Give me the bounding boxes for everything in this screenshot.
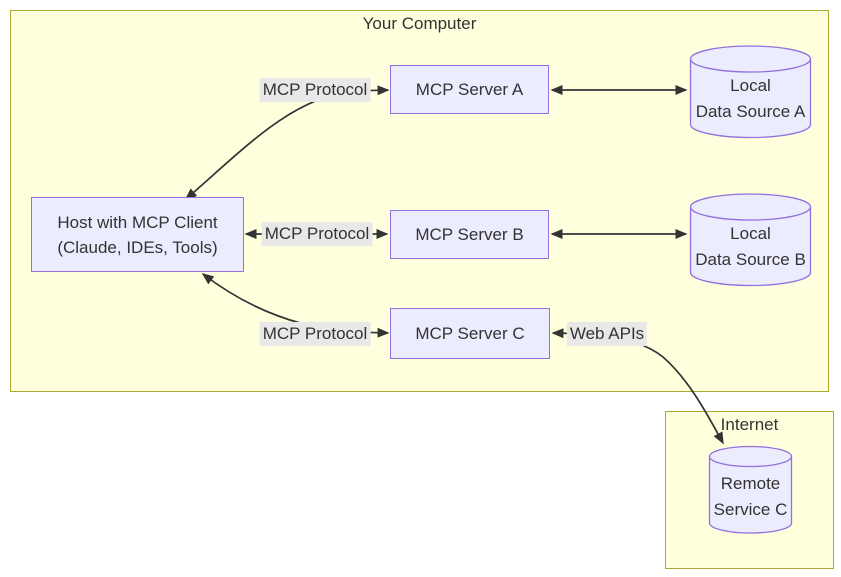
node-host-with-mcp-client: Host with MCP Client (Claude, IDEs, Tool… [31, 197, 244, 272]
node-remote-service-c-line1: Remote [720, 473, 781, 493]
node-local-data-source-b: Local Data Source B [689, 193, 812, 287]
node-host-label-line1: Host with MCP Client [57, 212, 218, 232]
edge-label-mcp-protocol-a: MCP Protocol [259, 78, 371, 102]
node-local-data-source-a-line2: Data Source A [695, 101, 806, 121]
node-host-label-line2: (Claude, IDEs, Tools) [57, 237, 218, 257]
node-local-data-source-b-line1: Local [730, 223, 771, 243]
node-mcp-server-c-label: MCP Server C [415, 324, 525, 343]
node-remote-service-c: Remote Service C [708, 445, 793, 535]
node-remote-service-c-line2: Service C [713, 499, 788, 519]
edge-label-mcp-protocol-b: MCP Protocol [261, 222, 373, 246]
node-mcp-server-a: MCP Server A [390, 65, 549, 114]
database-cylinder-icon [689, 193, 812, 287]
node-mcp-server-a-label: MCP Server A [415, 80, 524, 99]
node-mcp-server-c: MCP Server C [390, 308, 550, 359]
edge-label-mcp-protocol-c: MCP Protocol [259, 322, 371, 346]
node-local-data-source-a: Local Data Source A [689, 45, 812, 139]
edge-label-web-apis: Web APIs [566, 322, 648, 346]
database-cylinder-icon [689, 45, 812, 139]
database-cylinder-icon [708, 445, 793, 534]
node-mcp-server-b-label: MCP Server B [415, 225, 524, 244]
node-local-data-source-a-line1: Local [730, 75, 771, 95]
node-local-data-source-b-line2: Data Source B [695, 249, 806, 269]
cluster-internet-label: Internet [720, 415, 779, 434]
node-mcp-server-b: MCP Server B [390, 210, 549, 259]
cluster-your-computer-label: Your Computer [362, 14, 477, 33]
